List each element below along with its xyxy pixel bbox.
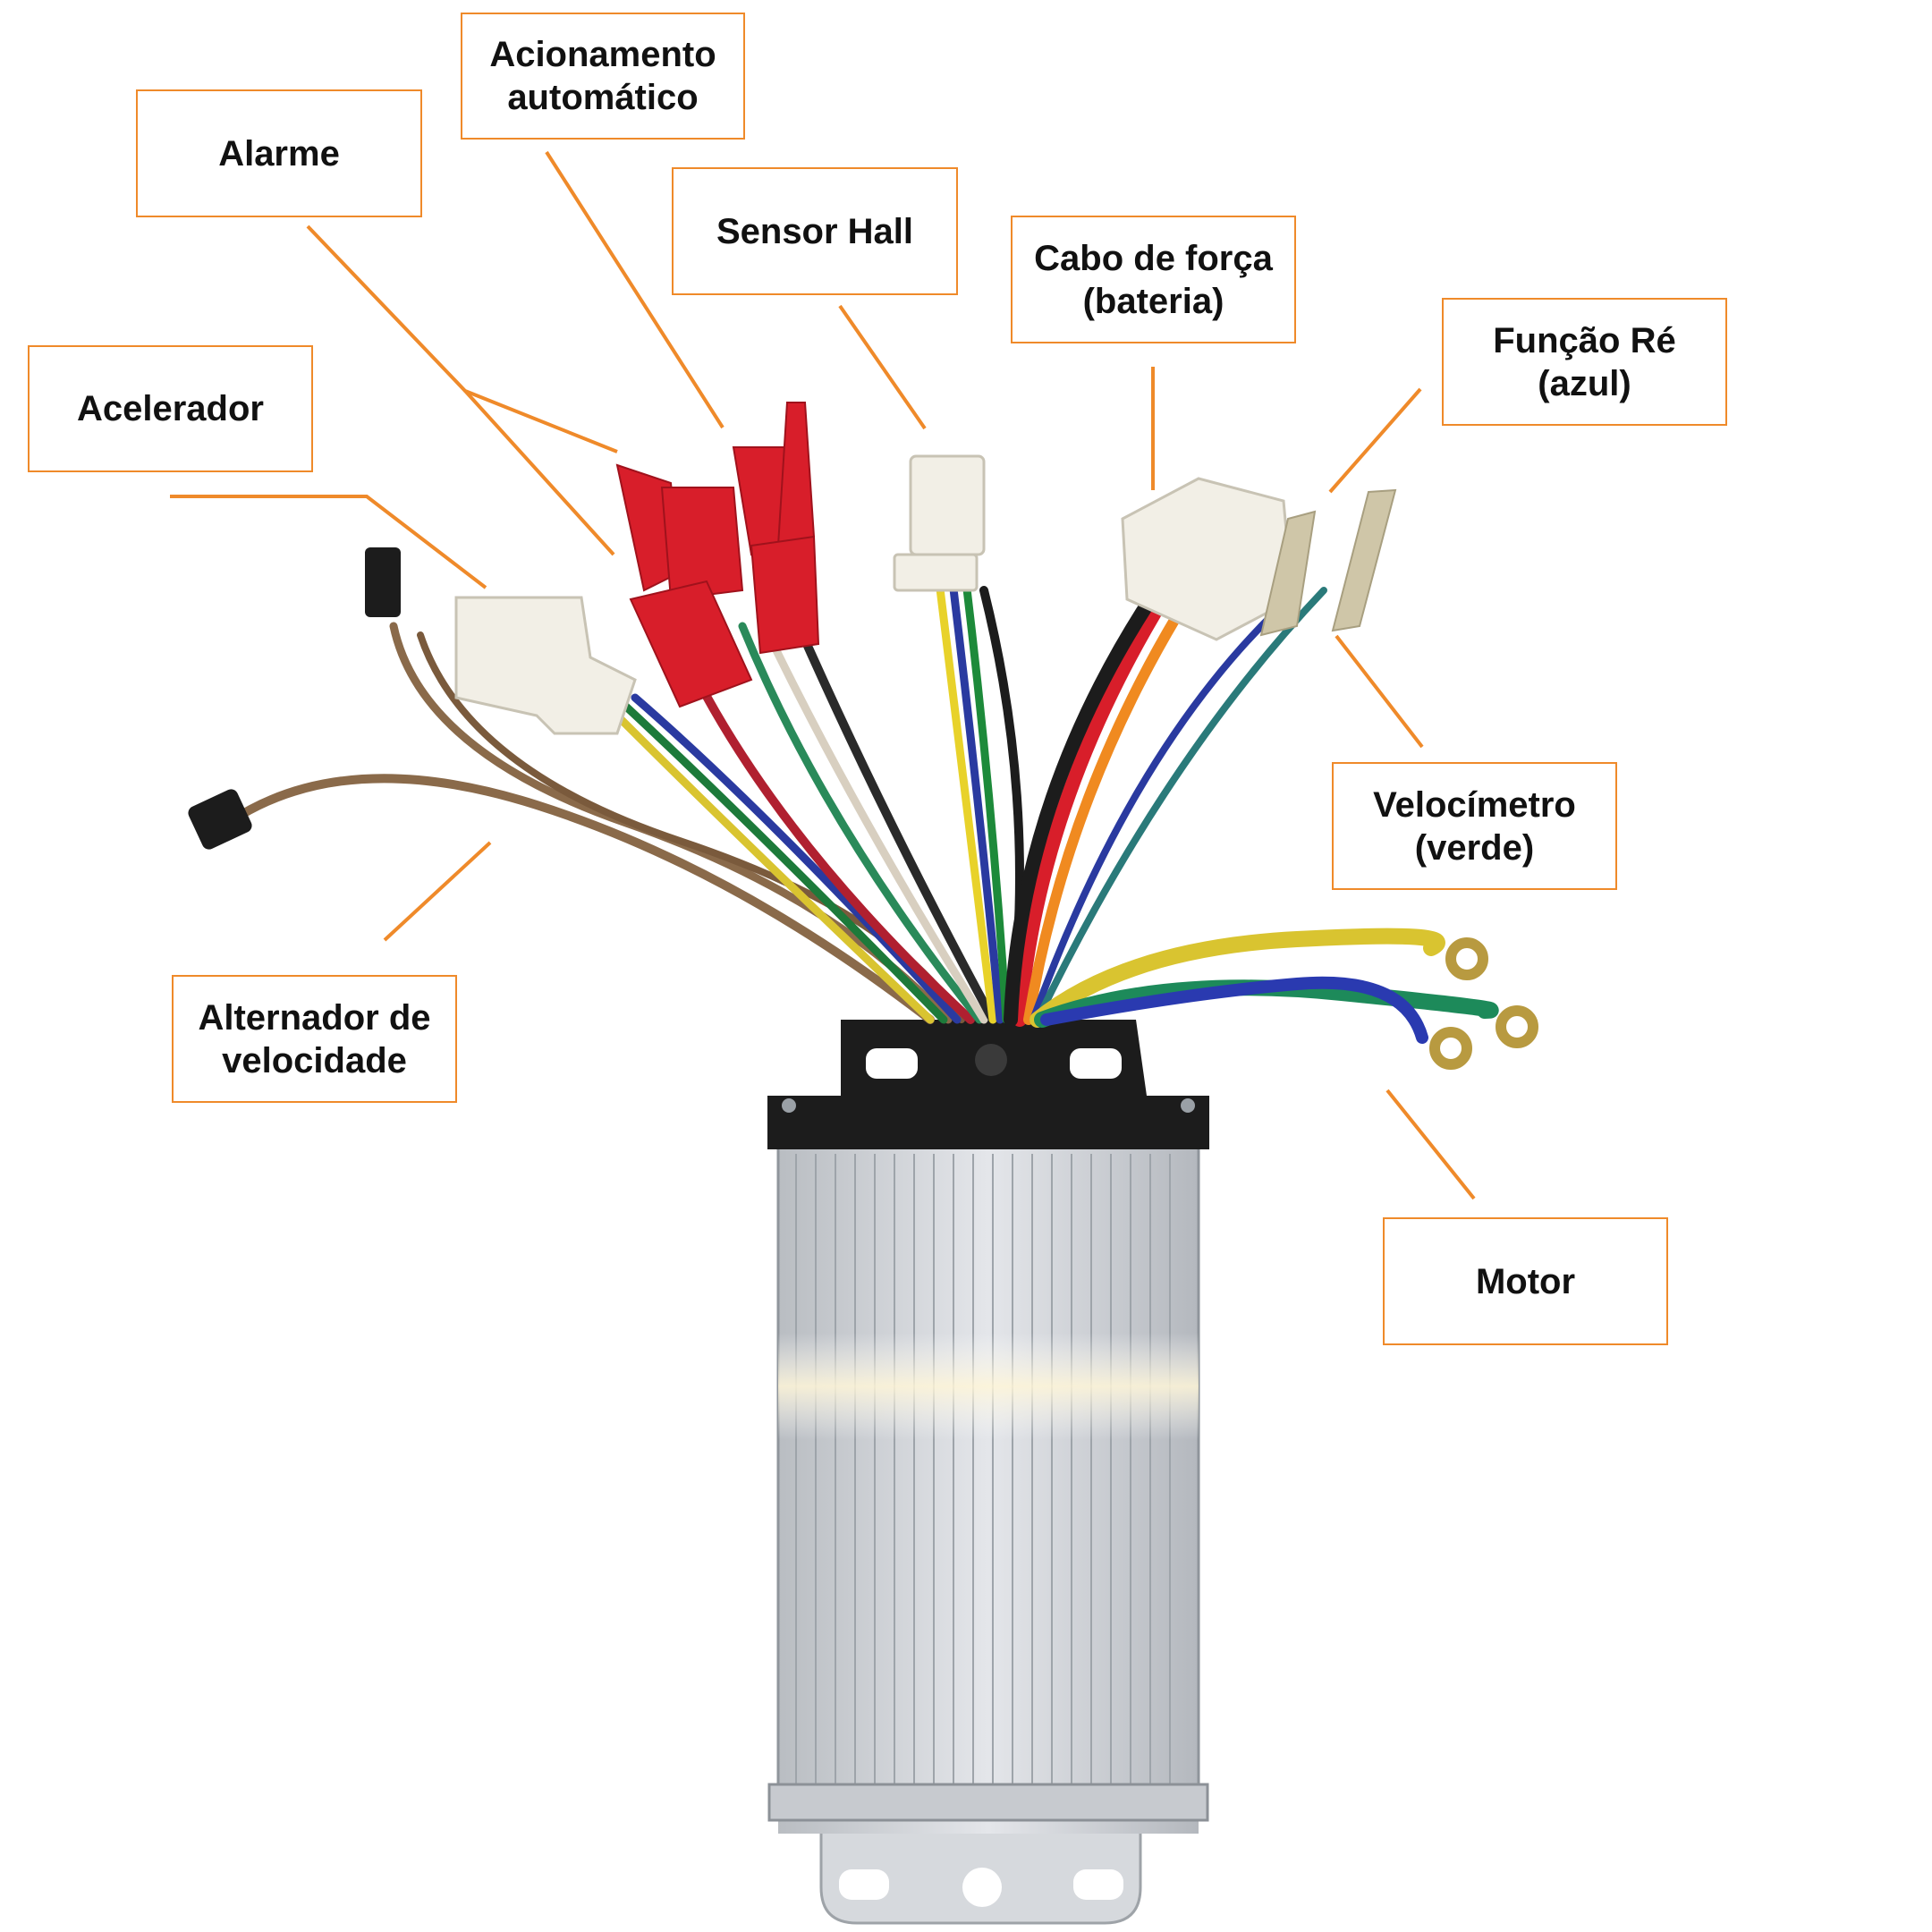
leader-sensor-hall bbox=[838, 304, 927, 430]
label-motor: Motor bbox=[1383, 1217, 1668, 1345]
reverse-and-speedometer-plugs bbox=[1259, 488, 1397, 637]
leader-alarme bbox=[306, 225, 618, 453]
leader-acelerador bbox=[170, 495, 487, 589]
leader-motor bbox=[1385, 1089, 1476, 1200]
throttle-connector bbox=[454, 596, 637, 735]
leader-alarme-2 bbox=[463, 389, 615, 556]
leader-alternador bbox=[383, 841, 492, 942]
leader-lines bbox=[170, 150, 1476, 1200]
label-sensor-hall: Sensor Hall bbox=[672, 167, 958, 295]
label-alternador-de-velocidade: Alternador de velocidade bbox=[172, 975, 457, 1103]
label-acelerador: Acelerador bbox=[28, 345, 313, 472]
hall-sensor-connector bbox=[893, 454, 986, 592]
leader-funcao-re bbox=[1328, 387, 1422, 494]
speed-switch-connectors bbox=[188, 547, 401, 850]
label-acionamento-automatico: Acionamento automático bbox=[461, 13, 745, 140]
label-alarme: Alarme bbox=[136, 89, 422, 217]
label-funcao-re: Função Ré (azul) bbox=[1442, 298, 1727, 426]
label-cabo-de-forca: Cabo de força (bateria) bbox=[1011, 216, 1296, 343]
label-velocimetro: Velocímetro (verde) bbox=[1332, 762, 1617, 890]
leader-velocimetro bbox=[1335, 634, 1424, 749]
alarm-and-auto-start-connectors bbox=[615, 402, 820, 708]
wire-harness bbox=[217, 577, 1499, 1044]
leader-acionamento bbox=[545, 150, 724, 429]
controller-housing bbox=[767, 1020, 1209, 1925]
heat-sink-fins bbox=[795, 1154, 1171, 1789]
motor-ring-terminals bbox=[1429, 937, 1538, 1070]
